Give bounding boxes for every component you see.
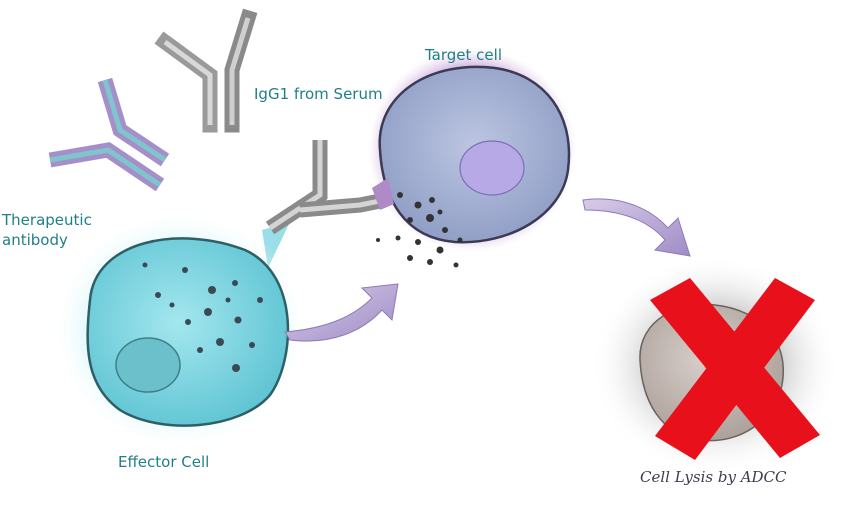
red-x-icon <box>650 278 820 460</box>
curved-arrow-icon <box>284 283 399 342</box>
cell-lysis-label: Cell Lysis by ADCC <box>640 468 787 486</box>
target-cell <box>368 48 576 268</box>
therapeutic-antibody-label-2: antibody <box>2 231 68 249</box>
igg1-antibody-icon <box>154 8 258 133</box>
therapeutic-antibody-icon <box>48 77 170 192</box>
effector-cell-label: Effector Cell <box>118 453 210 471</box>
target-cell-label: Target cell <box>425 46 502 64</box>
igg1-label: IgG1 from Serum <box>254 85 383 103</box>
bridge-antibody-icon <box>262 140 387 268</box>
therapeutic-antibody-label-1: Therapeutic <box>2 211 92 229</box>
effector-cell <box>52 210 308 450</box>
curved-arrow-icon <box>582 198 691 257</box>
